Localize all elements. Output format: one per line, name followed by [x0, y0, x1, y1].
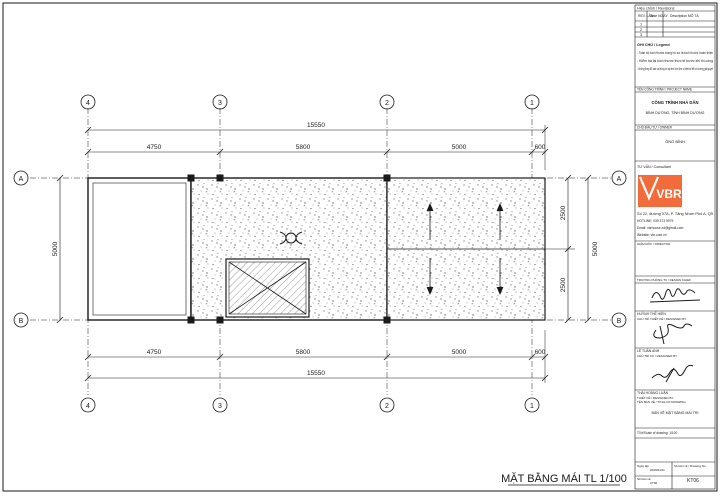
person-3-label: THIẾT KẾ / DESIGNED BY — [637, 395, 673, 400]
owner-label: CHỦ ĐẦU TƯ / OWNER — [637, 125, 673, 130]
roof-plan-drawing — [13, 94, 627, 413]
person-name: LÊ TUẤN ANH — [637, 348, 660, 353]
project-label: TÊN CÔNG TRÌNH / PROJECT NAME — [637, 87, 692, 92]
grid-label-bottom: 2 — [385, 403, 389, 410]
company-logo: VBR — [638, 175, 682, 207]
company-line: Số 22, đường 37A, P. Tăng Nhơn Phú A, Q9 — [637, 212, 713, 216]
dim-right-lower: 2500 — [560, 277, 567, 292]
dim-right-total: 5000 — [592, 241, 599, 256]
rev-col-header: Date NGÀY — [650, 14, 668, 18]
grid-bubble-bottom — [80, 397, 96, 413]
column — [216, 316, 224, 324]
dim-segment-bottom: 5000 — [452, 349, 467, 356]
skylight-cross — [228, 261, 307, 315]
column — [187, 316, 195, 324]
room-left-inner — [92, 182, 187, 316]
dim-total-top: 15550 — [307, 122, 325, 129]
rev-col-header: Description MÔ TẢ — [670, 13, 699, 18]
owner-name: ÔNG BÌNH — [665, 139, 685, 144]
grid-bubble-top — [212, 94, 228, 110]
grid-label-top: 3 — [218, 100, 222, 107]
grid-label-bottom: 3 — [218, 403, 222, 410]
roof-drain-icon — [279, 231, 303, 245]
grid-label-bottom: 4 — [86, 403, 90, 410]
drawing-name-label: TÊN BẢN VẼ / TITLE OF DRAWING — [637, 399, 686, 404]
person-name: THÁI HOÀNG LUÂN — [637, 391, 669, 395]
legend-item: - Kiểm tra lại kích thước thực tế trước … — [637, 59, 713, 63]
slope-arrow-icon — [426, 202, 504, 296]
dim-segment-top: 5800 — [296, 144, 311, 151]
consultant-label: TƯ VẤN / Consultant — [637, 165, 671, 169]
legend-item: - Những thay đổi cần và thông tin kịp th… — [637, 67, 713, 71]
logo-text: VBR — [656, 187, 682, 201]
director-label: TRƯỞNG PHÒNG TK / DESIGN CHIEF — [637, 277, 691, 282]
project-name: CÔNG TRÌNH NHÀ DÂN — [652, 100, 699, 105]
grid-bubble-row — [13, 312, 29, 328]
dim-segment-top: 4750 — [147, 144, 162, 151]
column — [383, 316, 391, 324]
title-block — [634, 4, 716, 490]
column — [187, 174, 195, 182]
footer-page: KT06 — [650, 481, 658, 485]
footer-page-label: Số bản vẽ — [637, 477, 651, 481]
grid-label-row: B — [617, 318, 622, 325]
company-line: HOTLINE: 039 373 9979 — [637, 219, 673, 223]
rev-row: 1 — [640, 23, 642, 27]
dim-total-bottom: 15550 — [307, 370, 325, 377]
grid-label-row: A — [19, 176, 24, 183]
design-chief-label: CHỦ TRÌ THIẾT KẾ / DESIGNED BY — [637, 316, 686, 321]
approval-label: GIÁM ĐỐC / DIRECTOR — [637, 241, 671, 246]
dim-segment-bottom: 4750 — [147, 349, 162, 356]
scale-label: Tỉ lệ/Scale of drawing: 1/100 — [637, 431, 677, 435]
grid-bubble-bottom — [212, 397, 228, 413]
signature-image — [653, 323, 693, 345]
company-line: Email: vbrhouse.xd@gmail.com — [637, 226, 684, 230]
grid-bubble-bottom — [379, 397, 395, 413]
rev-col-header: REV. LẦN — [638, 14, 654, 18]
grid-label-row: A — [617, 176, 622, 183]
column — [383, 174, 391, 182]
person-name: HUỲNH THẾ HIỂN — [637, 311, 666, 316]
footer-date: 2020/04/11 — [650, 468, 665, 472]
grid-label-top: 1 — [530, 100, 534, 107]
dim-left: 5000 — [52, 241, 59, 256]
grid-bubble-top — [524, 94, 540, 110]
sheet-border — [2, 2, 718, 492]
signature-image — [651, 364, 694, 383]
grid-bubble-row — [611, 312, 627, 328]
grid-bubble-row — [13, 170, 29, 186]
grid-label-top: 2 — [385, 100, 389, 107]
rev-row: 3 — [640, 33, 642, 37]
drawing-name: BẢN VẼ MẶT BẰNG MÁI TRI — [652, 410, 699, 415]
grid-label-row: B — [19, 318, 24, 325]
person-2-label: CHỦ TRÌ KC / DESIGNED BY — [637, 353, 677, 358]
dim-segment-bottom: 5800 — [296, 349, 311, 356]
legend-title: GHI CHÚ / Legend — [637, 42, 670, 47]
dim-segment-bottom: 600 — [535, 349, 546, 356]
grid-label-top: 4 — [86, 100, 90, 107]
column — [216, 174, 224, 182]
drawing-title: MẶT BẰNG MÁI TL 1/100 — [501, 472, 627, 485]
dim-segment-top: 5000 — [452, 144, 467, 151]
project-location: BÌNH DƯƠNG, TỈNH BÌNH DƯƠNG — [646, 110, 705, 115]
room-left — [87, 177, 192, 321]
footer-date-label: Ngày lập — [637, 464, 649, 468]
grid-bubble-top — [379, 94, 395, 110]
company-line: Website: vbr.com.vn — [637, 233, 667, 237]
grid-label-bottom: 1 — [530, 403, 534, 410]
legend-item: - Toàn bộ kích thước trong hồ sơ là kích… — [637, 51, 713, 55]
rev-row: 2 — [640, 28, 642, 32]
grid-bubble-top — [80, 94, 96, 110]
signature-image — [649, 288, 701, 303]
footer-sheet: KT06 — [687, 478, 699, 484]
grid-bubble-row — [611, 170, 627, 186]
dim-right-upper: 2500 — [560, 205, 567, 220]
footer-sheet-label: Số bản vẽ / Drawing No. — [674, 464, 707, 468]
revisions-title: Hiệu chỉnh / Revisions — [637, 7, 675, 11]
grid-bubble-bottom — [524, 397, 540, 413]
dim-segment-top: 600 — [535, 144, 546, 151]
